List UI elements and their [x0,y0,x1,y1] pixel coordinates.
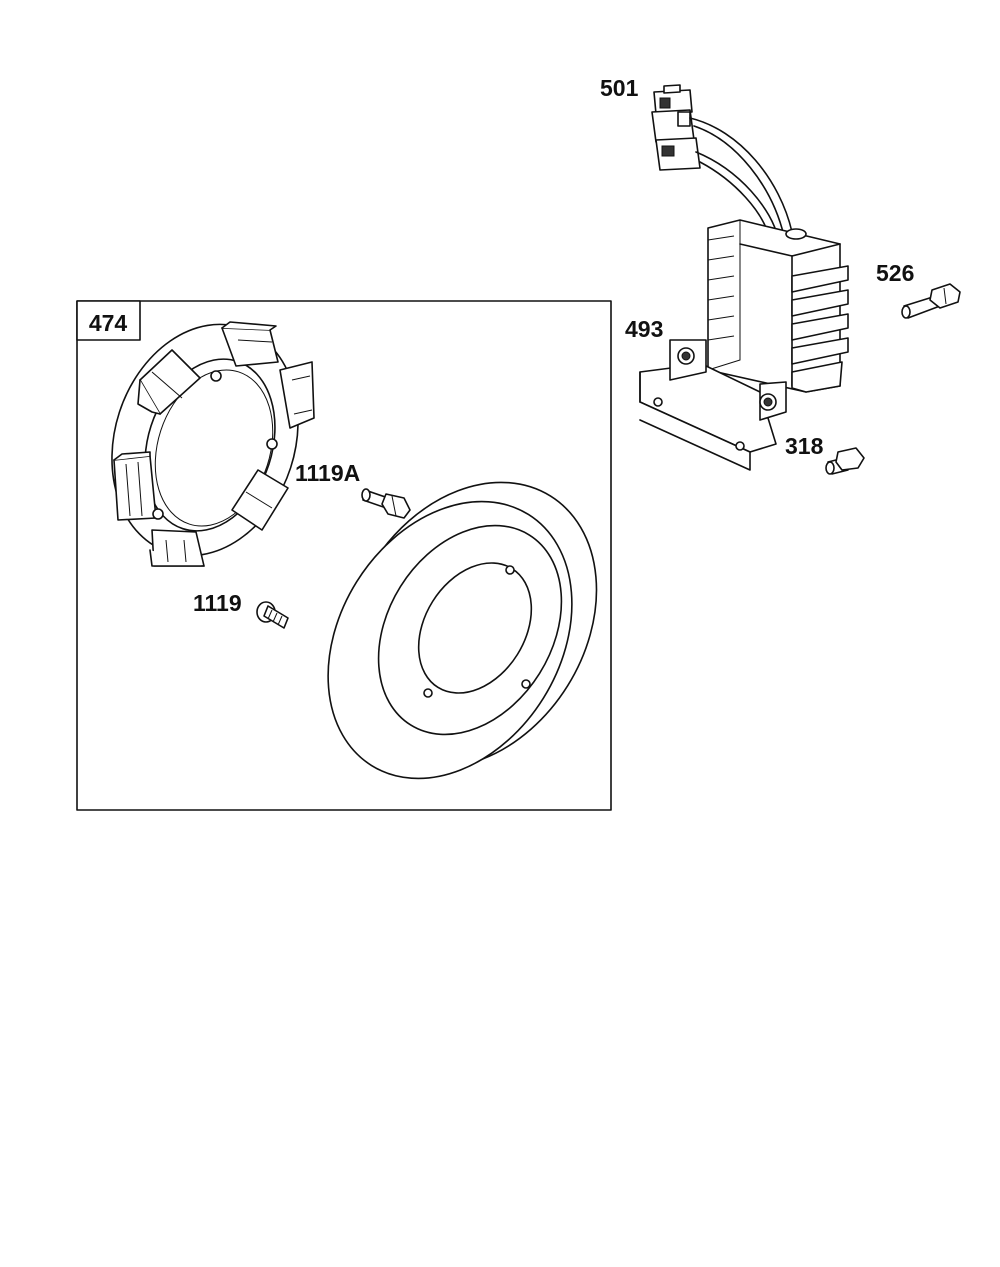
callout-1119a: 1119A [295,460,360,486]
bolt-526-drawing [901,283,961,319]
stator-drawing [111,321,315,567]
regulator-drawing [651,84,849,393]
stator-pole-lower-right [231,469,289,531]
bolt-1119-drawing [256,601,289,629]
callout-1119: 1119 [193,590,242,616]
bracket-drawing [639,339,787,471]
assembly-box-474: 474 [76,300,612,811]
bolt-318-drawing [825,447,865,475]
stator-pole-upper-left [137,349,201,415]
bolt-1119a-drawing [361,488,411,519]
callout-501: 501 [600,75,639,101]
stator-pole-top [221,321,279,367]
callout-526: 526 [876,260,914,286]
stator-pole-right [279,361,315,429]
stator-pole-bottom [149,529,205,567]
callout-493: 493 [625,316,663,342]
callout-474: 474 [89,310,128,336]
flywheel-ring-drawing [327,481,598,780]
callout-318: 318 [785,433,824,459]
stator-pole-left [113,451,157,521]
